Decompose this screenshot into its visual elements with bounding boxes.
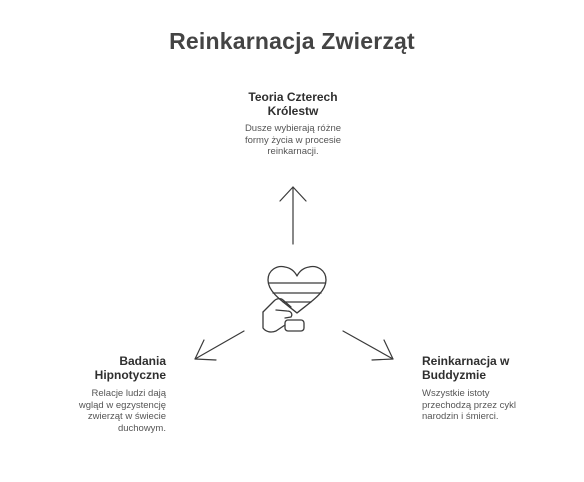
node-right-desc-line1: Wszystkie istoty <box>422 388 490 399</box>
node-left-desc-line2: wgląd w egzystencję <box>78 399 166 411</box>
node-right-desc-line3: narodzin i śmierci. <box>422 411 499 422</box>
node-top-desc-line1: Dusze wybierają różne <box>244 123 342 134</box>
node-left-description: Relacje ludzi dają wgląd w egzystencję z… <box>40 388 166 434</box>
arrow-to-left <box>194 330 245 361</box>
node-top-title-line1: Teoria Czterech <box>248 90 338 104</box>
node-left-title-line1: Badania <box>119 354 166 368</box>
node-top-description: Dusze wybierają różne formy życia w proc… <box>220 123 366 158</box>
arrow-to-top <box>279 186 307 245</box>
arrow-to-right <box>342 330 394 361</box>
node-right-desc-line2: przechodzą przez cykl <box>422 399 516 411</box>
node-left-desc-line4: duchowym. <box>117 422 166 434</box>
node-left-title-line2: Hipnotyczne <box>94 368 166 382</box>
node-top-title-line2: Królestw <box>267 104 319 118</box>
node-right-title: Reinkarnacja w Buddyzmie <box>422 354 562 382</box>
node-top-title: Teoria Czterech Królestw <box>220 90 366 118</box>
node-top-desc-line3: reinkarnacji. <box>267 146 319 157</box>
node-top-desc-line2: formy życia w procesie <box>244 134 342 146</box>
node-left-title: Badania Hipnotyczne <box>40 354 166 382</box>
node-left-desc-line1: Relacje ludzi dają <box>91 388 166 399</box>
diagram-title: Reinkarnacja Zwierząt <box>169 28 415 54</box>
node-left-desc-line3: zwierząt w świecie <box>87 411 166 422</box>
node-right-title-line2: Buddyzmie <box>422 368 487 382</box>
node-right-description: Wszystkie istoty przechodzą przez cykl n… <box>422 388 562 423</box>
node-right-title-line1: Reinkarnacja w <box>422 354 510 368</box>
hand-holding-heart-icon <box>262 265 327 333</box>
